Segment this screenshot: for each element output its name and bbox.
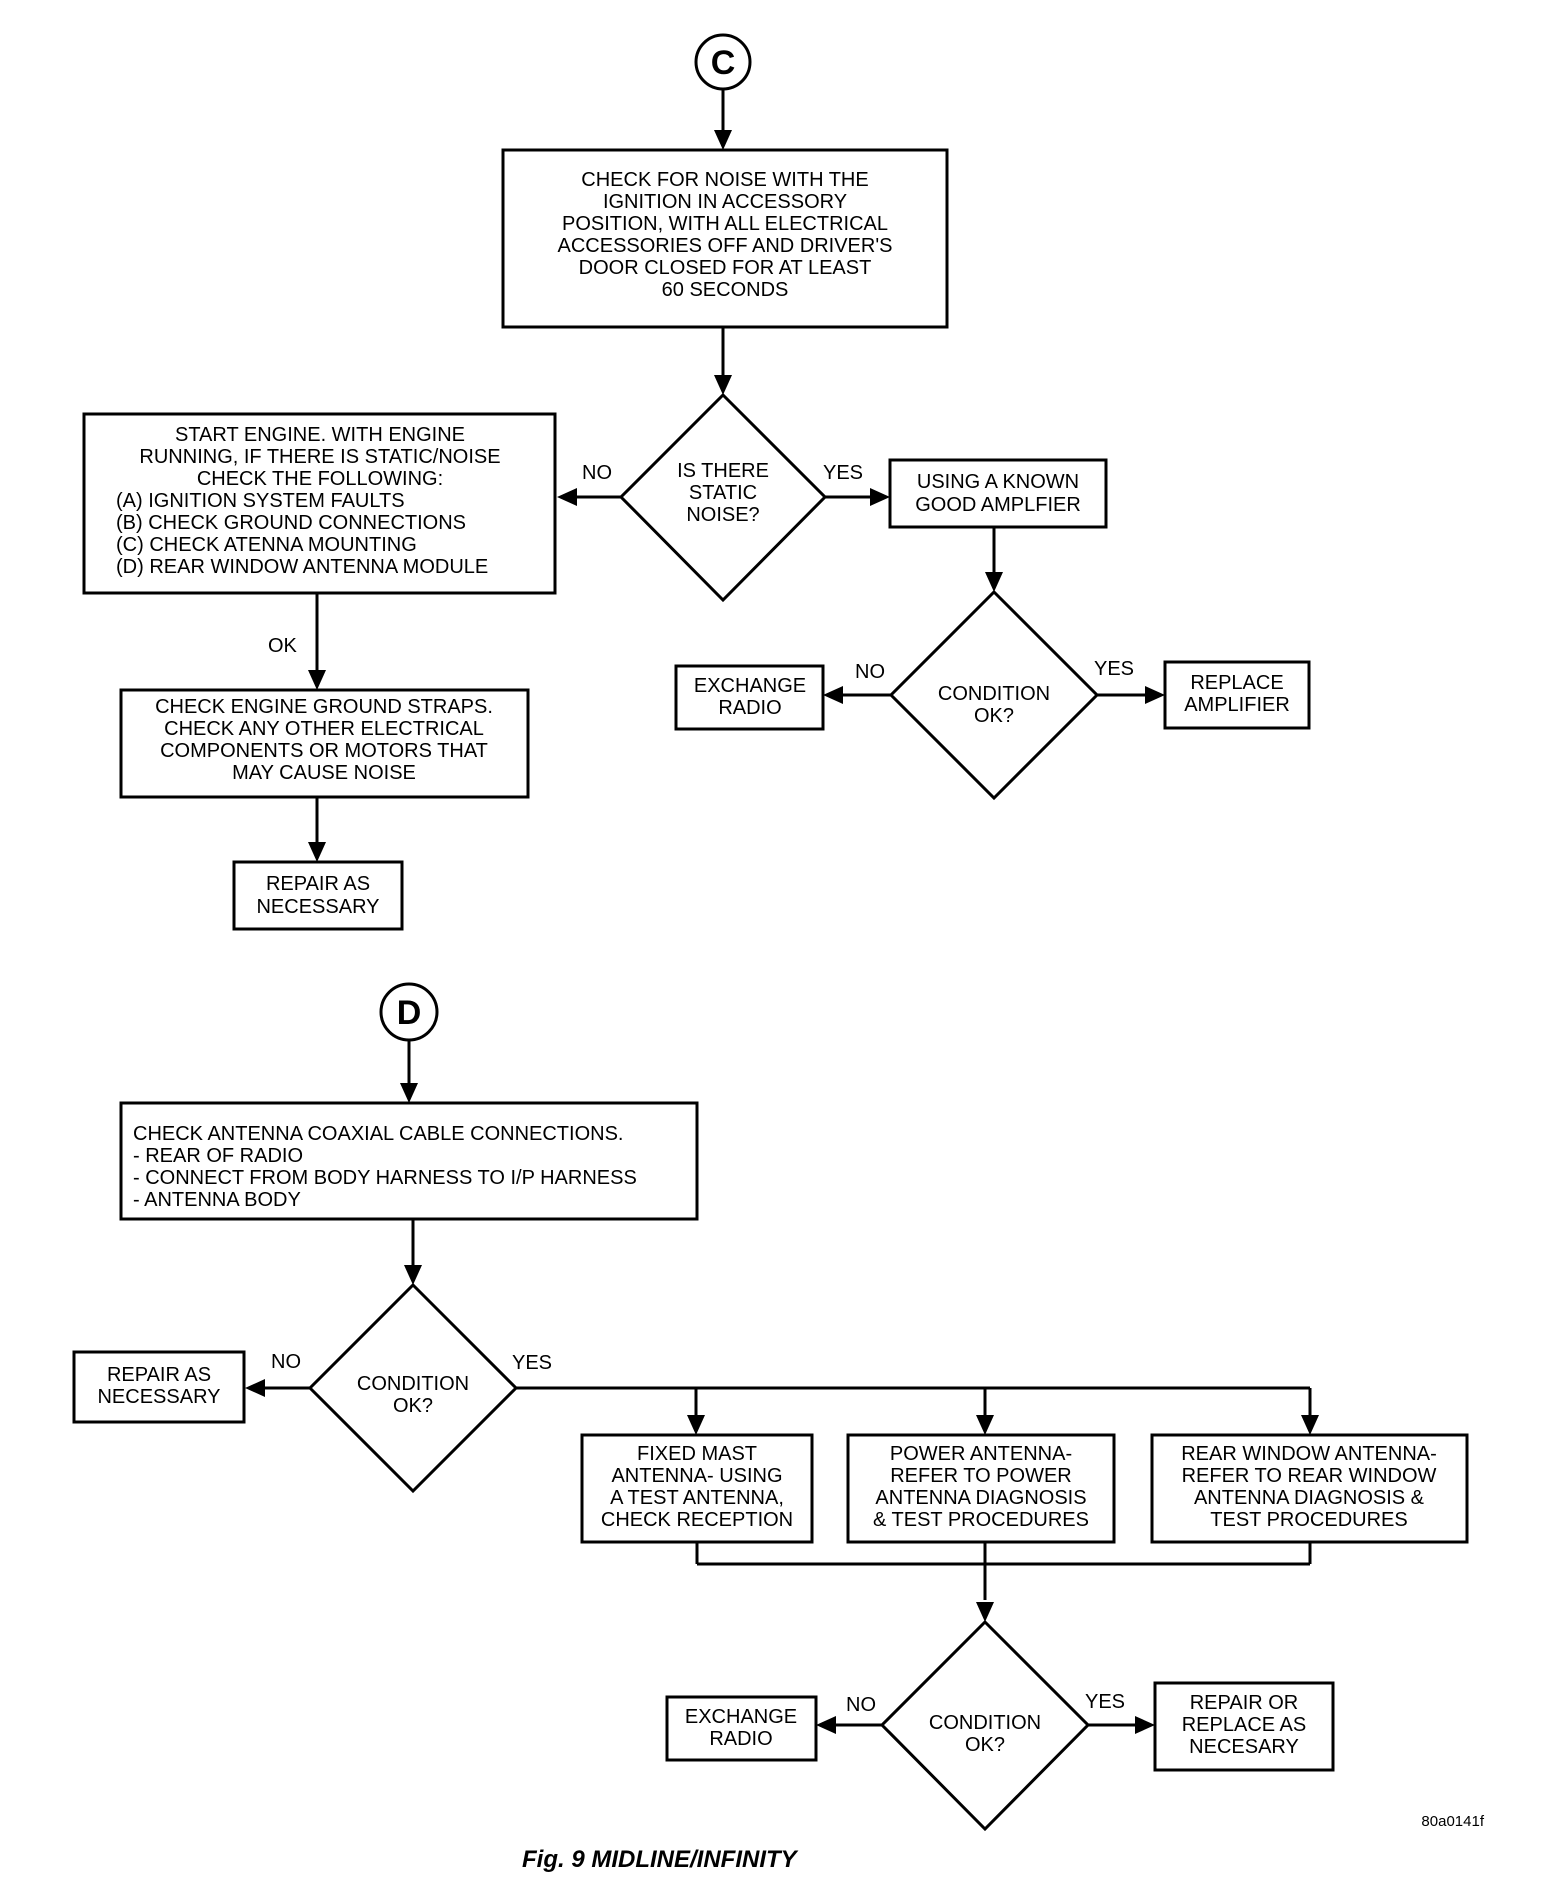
static-noise-decision: IS THERE STATIC NOISE? xyxy=(618,392,828,603)
static-question-line-2: STATIC xyxy=(689,482,757,504)
repair-replace-line-1: REPAIR OR xyxy=(1190,1692,1299,1714)
start-engine-line-1: START ENGINE. WITH ENGINE xyxy=(175,424,465,446)
start-engine-item-d: (D) REAR WINDOW ANTENNA MODULE xyxy=(116,556,488,578)
check-noise-line-2: IGNITION IN ACCESSORY xyxy=(603,191,847,213)
start-engine-line-3: CHECK THE FOLLOWING: xyxy=(197,468,443,490)
repair-d-line-2: NECESSARY xyxy=(97,1386,220,1408)
exchange-radio-c-line-1: EXCHANGE xyxy=(694,675,806,697)
coax-check-line-1: CHECK ANTENNA COAXIAL CABLE CONNECTIONS. xyxy=(133,1123,623,1145)
amp-condition-line-1: CONDITION xyxy=(938,683,1050,705)
coax-check-box: CHECK ANTENNA COAXIAL CABLE CONNECTIONS.… xyxy=(119,1101,699,1221)
coax-check-line-2: - REAR OF RADIO xyxy=(133,1145,303,1167)
final-yes-label: YES xyxy=(1085,1691,1125,1713)
exchange-radio-box-c: EXCHANGE RADIO xyxy=(674,664,825,731)
ground-straps-line-4: MAY CAUSE NOISE xyxy=(232,762,416,784)
check-noise-line-6: 60 SECONDS xyxy=(662,279,789,301)
final-condition-decision: CONDITION OK? xyxy=(879,1619,1091,1832)
rear-window-box: REAR WINDOW ANTENNA- REFER TO REAR WINDO… xyxy=(1150,1433,1469,1544)
static-yes-label: YES xyxy=(823,462,863,484)
coax-yes-label: YES xyxy=(512,1352,552,1374)
fixed-mast-line-2: ANTENNA- USING xyxy=(611,1465,782,1487)
amp-condition-line-2: OK? xyxy=(974,705,1014,727)
static-question-line-1: IS THERE xyxy=(677,460,769,482)
repair-or-replace-box: REPAIR OR REPLACE AS NECESARY xyxy=(1153,1681,1335,1772)
repair-as-necessary-box-c: REPAIR AS NECESSARY xyxy=(232,860,404,931)
power-antenna-line-3: ANTENNA DIAGNOSIS xyxy=(875,1487,1086,1509)
connector-c-label: C xyxy=(711,44,736,82)
known-amplifier-box: USING A KNOWN GOOD AMPLFIER xyxy=(888,458,1108,529)
rear-window-line-2: REFER TO REAR WINDOW xyxy=(1182,1465,1437,1487)
repair-c-line-2: NECESSARY xyxy=(256,896,379,918)
check-noise-line-3: POSITION, WITH ALL ELECTRICAL xyxy=(562,213,888,235)
static-question-line-3: NOISE? xyxy=(686,504,759,526)
figure-caption: Fig. 9 MIDLINE/INFINITY xyxy=(522,1846,799,1873)
ground-straps-box: CHECK ENGINE GROUND STRAPS. CHECK ANY OT… xyxy=(119,688,530,799)
repair-replace-line-2: REPLACE AS xyxy=(1182,1714,1307,1736)
coax-check-line-4: - ANTENNA BODY xyxy=(133,1189,301,1211)
amp-no-label: NO xyxy=(855,661,885,683)
start-engine-line-2: RUNNING, IF THERE IS STATIC/NOISE xyxy=(139,446,500,468)
power-antenna-line-4: & TEST PROCEDURES xyxy=(873,1509,1089,1531)
ground-straps-line-3: COMPONENTS OR MOTORS THAT xyxy=(160,740,488,762)
fixed-mast-box: FIXED MAST ANTENNA- USING A TEST ANTENNA… xyxy=(580,1433,814,1544)
check-noise-line-4: ACCESSORIES OFF AND DRIVER'S xyxy=(558,235,893,257)
fixed-mast-line-3: A TEST ANTENNA, xyxy=(610,1487,784,1509)
connector-d: D xyxy=(379,982,439,1042)
power-antenna-line-2: REFER TO POWER xyxy=(890,1465,1072,1487)
exchange-radio-d-line-2: RADIO xyxy=(709,1728,772,1750)
amp-yes-label: YES xyxy=(1094,658,1134,680)
start-engine-ok-label: OK xyxy=(268,635,298,657)
ground-straps-line-2: CHECK ANY OTHER ELECTRICAL xyxy=(164,718,484,740)
check-noise-box: CHECK FOR NOISE WITH THE IGNITION IN ACC… xyxy=(501,148,949,329)
start-engine-item-c: (C) CHECK ATENNA MOUNTING xyxy=(116,534,417,556)
known-amp-line-2: GOOD AMPLFIER xyxy=(915,494,1081,516)
exchange-radio-d-line-1: EXCHANGE xyxy=(685,1706,797,1728)
coax-condition-line-1: CONDITION xyxy=(357,1373,469,1395)
connector-c: C xyxy=(694,33,752,91)
rear-window-line-4: TEST PROCEDURES xyxy=(1210,1509,1407,1531)
rear-window-line-1: REAR WINDOW ANTENNA- xyxy=(1181,1443,1437,1465)
ground-straps-line-1: CHECK ENGINE GROUND STRAPS. xyxy=(155,696,493,718)
exchange-radio-c-line-2: RADIO xyxy=(718,697,781,719)
repair-replace-line-3: NECESARY xyxy=(1189,1736,1299,1758)
coax-condition-decision: CONDITION OK? xyxy=(307,1282,519,1494)
final-no-label: NO xyxy=(846,1694,876,1716)
start-engine-item-a: (A) IGNITION SYSTEM FAULTS xyxy=(116,490,405,512)
rear-window-line-3: ANTENNA DIAGNOSIS & xyxy=(1194,1487,1425,1509)
amplifier-condition-decision: CONDITION OK? xyxy=(888,589,1100,801)
repair-d-line-1: REPAIR AS xyxy=(107,1364,211,1386)
start-engine-item-b: (B) CHECK GROUND CONNECTIONS xyxy=(116,512,466,534)
replace-amp-line-2: AMPLIFIER xyxy=(1184,694,1290,716)
figure-code: 80a0141f xyxy=(1421,1813,1484,1830)
fixed-mast-line-1: FIXED MAST xyxy=(637,1443,757,1465)
static-no-label: NO xyxy=(582,462,612,484)
final-condition-line-1: CONDITION xyxy=(929,1712,1041,1734)
coax-condition-line-2: OK? xyxy=(393,1395,433,1417)
known-amp-line-1: USING A KNOWN xyxy=(917,471,1079,493)
power-antenna-box: POWER ANTENNA- REFER TO POWER ANTENNA DI… xyxy=(846,1433,1116,1544)
repair-c-line-1: REPAIR AS xyxy=(266,873,370,895)
check-noise-line-1: CHECK FOR NOISE WITH THE xyxy=(581,169,868,191)
repair-as-necessary-box-d: REPAIR AS NECESSARY xyxy=(72,1350,246,1424)
exchange-radio-box-d: EXCHANGE RADIO xyxy=(665,1695,818,1762)
fixed-mast-line-4: CHECK RECEPTION xyxy=(601,1509,793,1531)
coax-check-line-3: - CONNECT FROM BODY HARNESS TO I/P HARNE… xyxy=(133,1167,637,1189)
replace-amplifier-box: REPLACE AMPLIFIER xyxy=(1163,660,1311,730)
coax-no-label: NO xyxy=(271,1351,301,1373)
replace-amp-line-1: REPLACE xyxy=(1190,672,1283,694)
check-noise-line-5: DOOR CLOSED FOR AT LEAST xyxy=(579,257,872,279)
start-engine-box: START ENGINE. WITH ENGINE RUNNING, IF TH… xyxy=(82,412,557,595)
power-antenna-line-1: POWER ANTENNA- xyxy=(890,1443,1072,1465)
connector-d-label: D xyxy=(397,994,422,1032)
final-condition-line-2: OK? xyxy=(965,1734,1005,1756)
